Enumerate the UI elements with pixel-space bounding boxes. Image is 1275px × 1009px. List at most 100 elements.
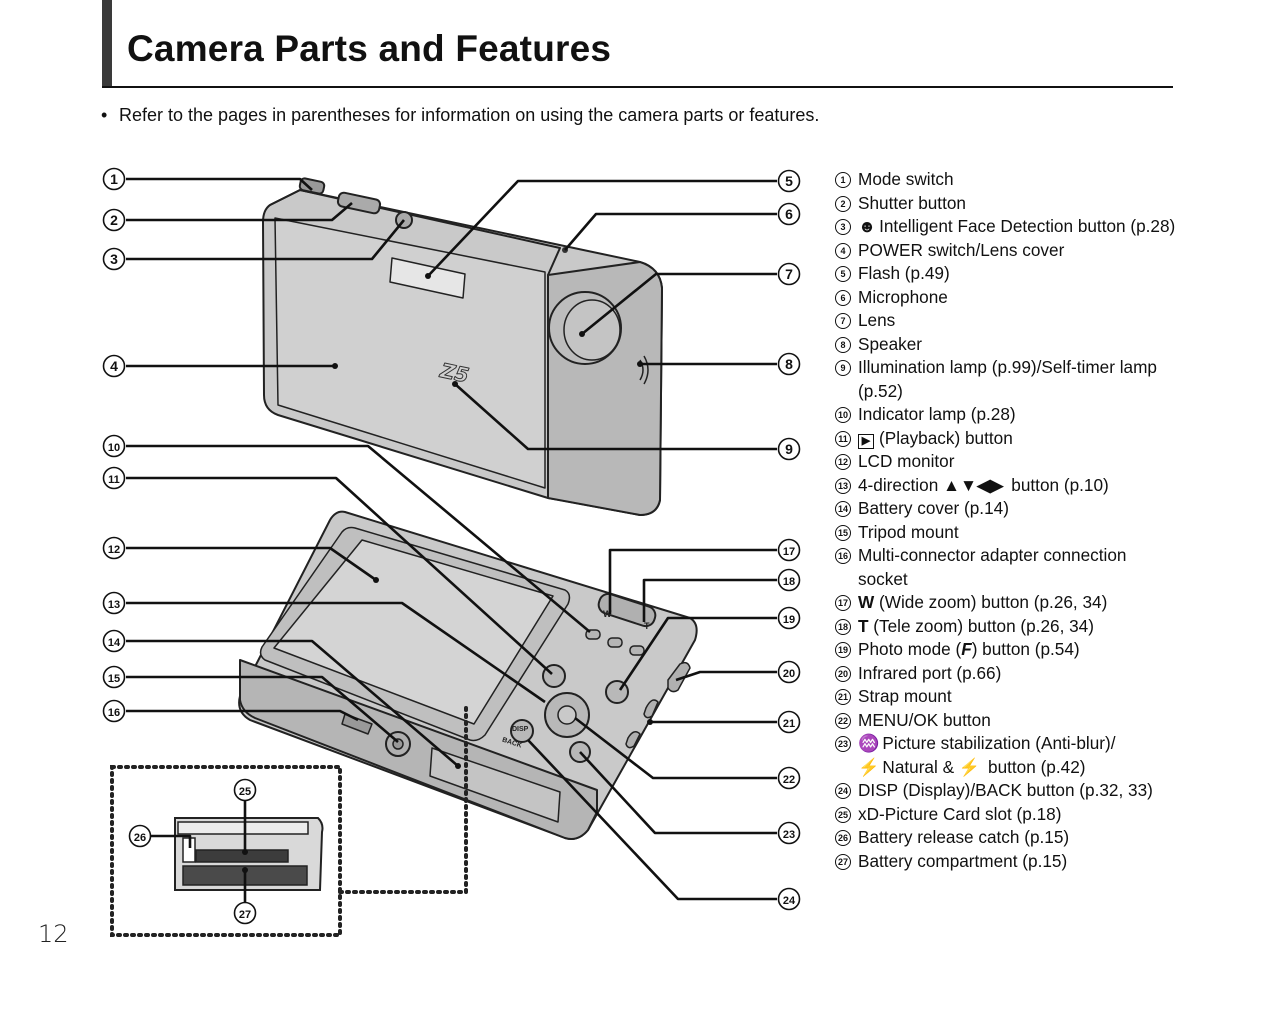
callout-number: 26	[134, 832, 146, 844]
callout-marker-26: 26	[128, 824, 152, 848]
callout-number: 8	[785, 356, 793, 372]
shutter-button-shape	[336, 191, 382, 215]
callout-marker-27: 27	[233, 901, 257, 925]
svg-text:DISP: DISP	[512, 726, 529, 733]
legend-number: 11	[835, 430, 851, 447]
callout-number: 4	[110, 358, 118, 374]
four-direction-arrows-icon: ▲▼◀▶	[943, 474, 1004, 495]
legend-number: 5	[835, 266, 851, 282]
zoom-button-shape	[597, 592, 657, 628]
camera-diagram: Z5 W T DISP BACK	[102, 167, 801, 937]
callout-marker-13: 13	[102, 591, 126, 615]
callout-marker-17: 17	[777, 538, 801, 562]
callout-marker-23: 23	[777, 821, 801, 845]
legend-number: 16	[835, 548, 851, 564]
callout-number: 24	[783, 895, 796, 907]
callout-marker-8: 8	[777, 352, 801, 376]
callout-number: 25	[239, 786, 251, 798]
lcd-monitor-shape	[273, 539, 554, 725]
legend-number: 17	[835, 595, 851, 611]
intro-note: • Refer to the pages in parentheses for i…	[101, 105, 819, 126]
callout-number: 2	[110, 212, 118, 228]
callout-marker-19: 19	[777, 606, 801, 630]
callout-marker-1: 1	[102, 167, 126, 191]
legend-number: 9	[835, 360, 851, 376]
callout-marker-18: 18	[777, 568, 801, 592]
disp-back-button-shape	[510, 719, 534, 743]
callout-marker-4: 4	[102, 354, 126, 378]
photo-mode-icon: F	[961, 639, 972, 659]
flash-icon: ⚡	[958, 756, 981, 777]
legend-number: 1	[835, 172, 851, 188]
callout-number: 9	[785, 441, 793, 457]
callout-marker-20: 20	[777, 660, 801, 684]
callout-marker-10: 10	[102, 434, 126, 458]
callout-marker-9: 9	[777, 437, 801, 461]
callout-number: 12	[108, 544, 120, 556]
legend-number: 23	[835, 736, 851, 752]
legend-number: 14	[835, 501, 851, 517]
callout-lines	[126, 177, 777, 902]
callout-number: 19	[783, 614, 795, 626]
legend-number: 2	[835, 195, 851, 212]
callout-number: 20	[783, 668, 795, 680]
legend-number: 24	[835, 783, 851, 799]
callout-number: 16	[108, 707, 120, 719]
callout-marker-22: 22	[777, 766, 801, 790]
callout-marker-16: 16	[102, 699, 126, 723]
legend-number: 18	[835, 618, 851, 635]
callout-number: 3	[110, 251, 118, 267]
callout-number: 13	[108, 599, 120, 611]
title-rule	[102, 86, 1173, 88]
callout-number: 18	[783, 576, 795, 588]
multi-connector-shape	[341, 713, 373, 735]
tele-zoom-glyph: T	[858, 615, 869, 636]
callout-number: 23	[783, 829, 795, 841]
legend-item-23: 23♒Picture stabilization (Anti-blur)/⚡Na…	[834, 732, 1179, 779]
callout-number: 14	[108, 637, 121, 649]
callout-number: 27	[239, 909, 251, 921]
playback-icon: ▶	[858, 433, 874, 449]
mode-switch-shape	[298, 177, 326, 195]
legend-number: 27	[835, 853, 851, 870]
callout-marker-3: 3	[102, 247, 126, 271]
picture-stabilization-icon: ♒	[858, 733, 880, 753]
legend-number: 25	[835, 806, 851, 823]
legend-number: 15	[835, 524, 851, 541]
svg-text:T: T	[644, 621, 650, 631]
legend-number: 6	[835, 289, 851, 306]
legend-number: 3	[835, 219, 851, 235]
legend-number: 12	[835, 454, 851, 470]
infrared-port-shape	[667, 661, 691, 693]
legend-number: 22	[835, 712, 851, 729]
xd-card-slot-shape	[195, 849, 289, 863]
camera-back-view: W T DISP BACK	[238, 510, 698, 840]
bullet: •	[101, 105, 108, 125]
callout-dots	[242, 273, 653, 873]
callout-marker-25: 25	[233, 778, 257, 802]
legend-number: 21	[835, 689, 851, 705]
intro-text: Refer to the pages in parentheses for in…	[119, 105, 820, 125]
natural-flash-icon: ⚡	[858, 756, 880, 777]
callout-number: 1	[110, 171, 118, 187]
callout-number: 11	[108, 474, 120, 486]
